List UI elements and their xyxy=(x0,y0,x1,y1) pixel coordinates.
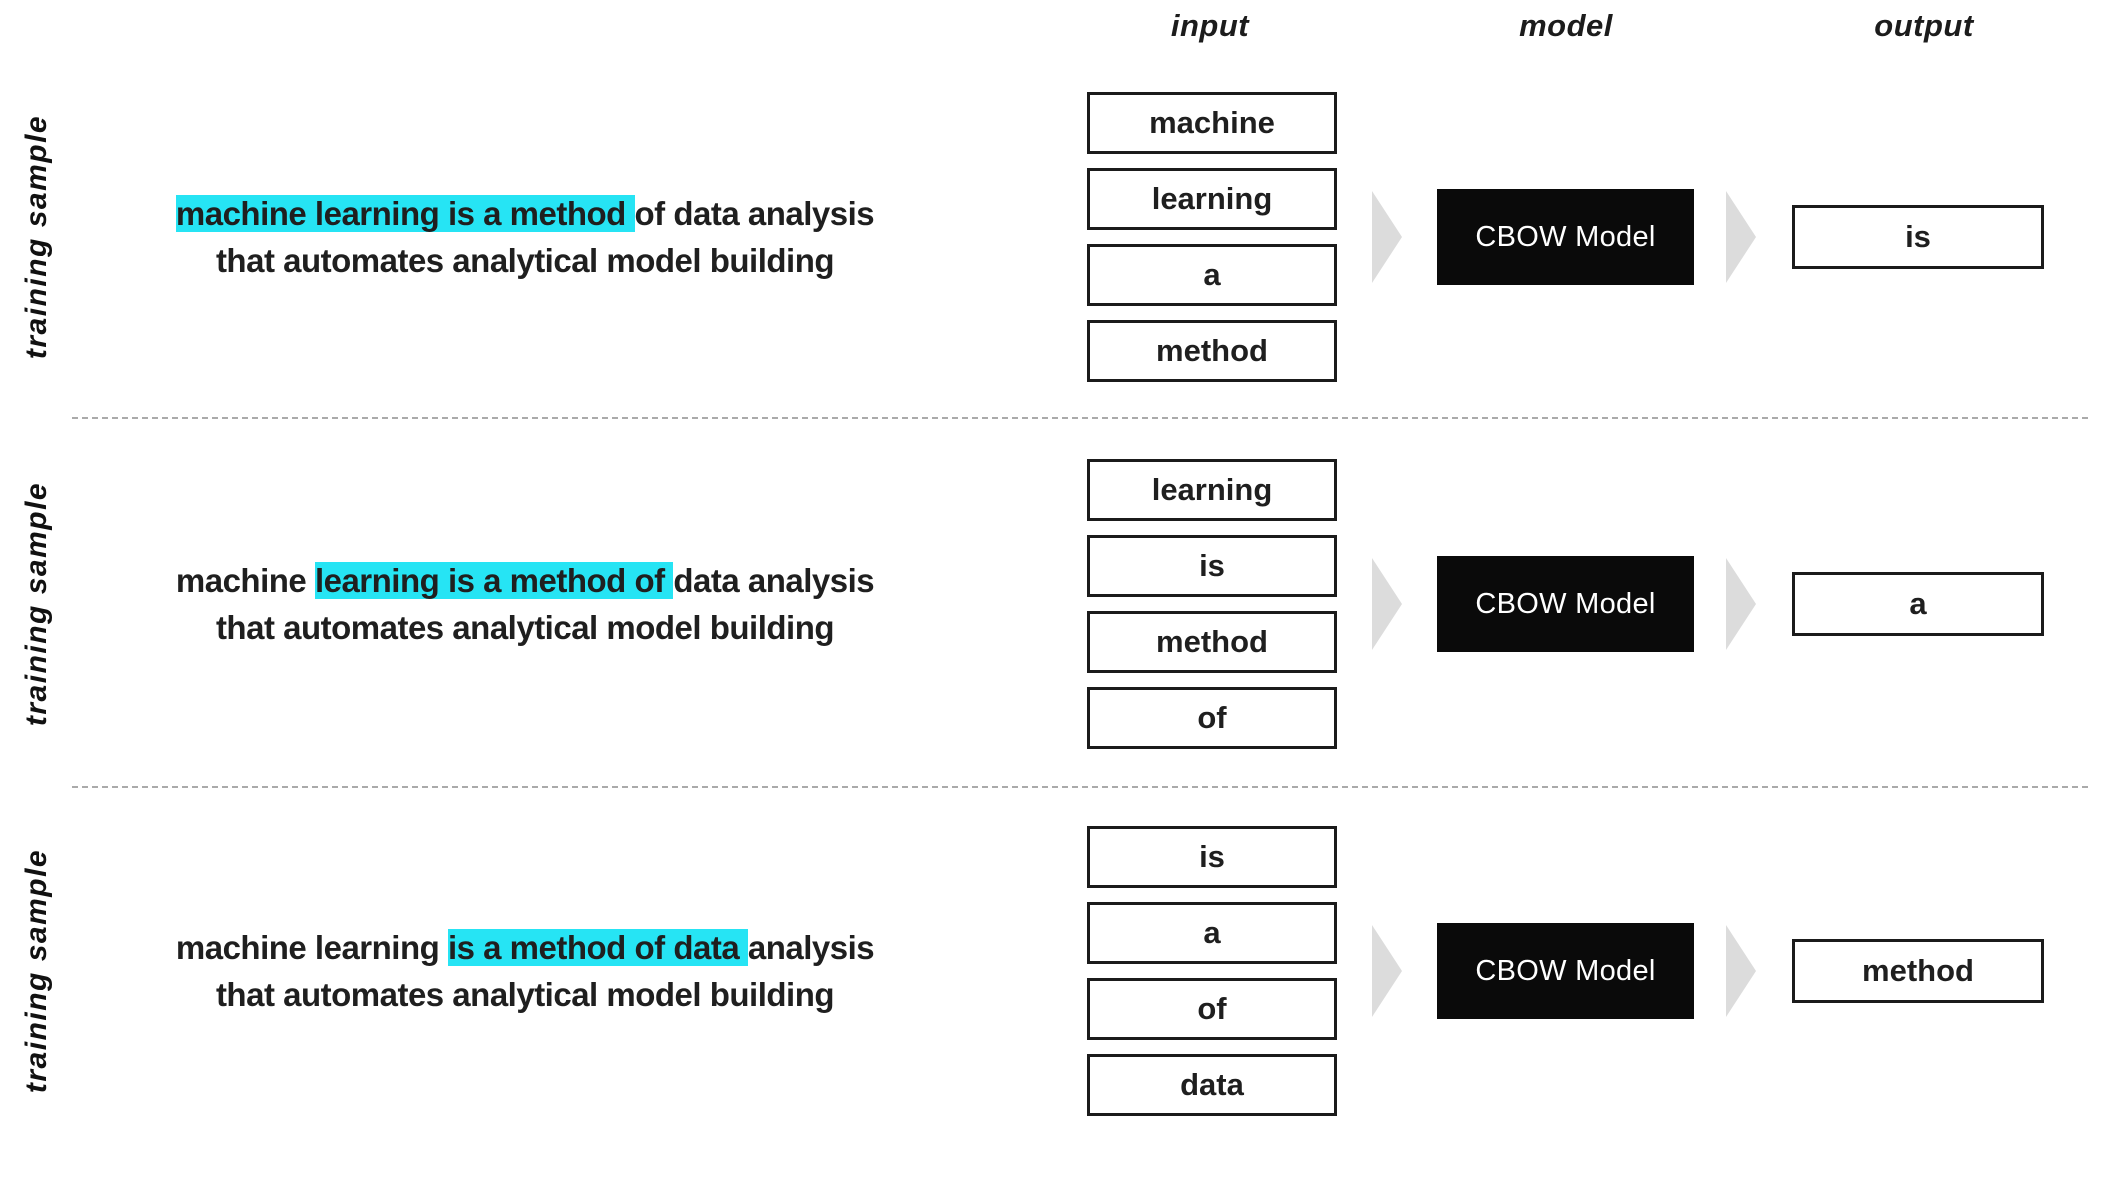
training-sentence: machine learning is a method of data ana… xyxy=(75,557,975,651)
input-word-box: method xyxy=(1087,320,1337,382)
input-word-box: data xyxy=(1087,1054,1337,1116)
training-sample-label: training sample xyxy=(20,848,53,1094)
output-word-box: method xyxy=(1792,939,2044,1003)
sentence-line: machine learning is a method of data ana… xyxy=(75,924,975,971)
training-sentence: machine learning is a method of data ana… xyxy=(75,190,975,284)
input-word-box: a xyxy=(1087,902,1337,964)
highlighted-segment: is a method of data xyxy=(447,929,748,966)
output-word-box: a xyxy=(1792,572,2044,636)
training-sample-label: training sample xyxy=(20,481,53,727)
input-word-box: is xyxy=(1087,826,1337,888)
sentence-segment: that automates analytical model building xyxy=(215,609,835,646)
sentence-segment: data analysis xyxy=(673,562,875,599)
arrow-right-icon xyxy=(1726,925,1756,1017)
sentence-segment: that automates analytical model building xyxy=(215,242,835,279)
cbow-model-box: CBOW Model xyxy=(1437,556,1694,652)
training-sample-row-3: training sample machine learning is a me… xyxy=(0,791,2102,1151)
input-word-stack: machine learning a method xyxy=(1087,92,1337,382)
row-separator xyxy=(72,786,2088,788)
input-word-box: method xyxy=(1087,611,1337,673)
sentence-line: that automates analytical model building xyxy=(75,971,975,1018)
input-word-box: a xyxy=(1087,244,1337,306)
arrow-right-icon xyxy=(1372,925,1402,1017)
input-word-box: machine xyxy=(1087,92,1337,154)
arrow-right-icon xyxy=(1372,191,1402,283)
cbow-model-box: CBOW Model xyxy=(1437,923,1694,1019)
sentence-line: machine learning is a method of data ana… xyxy=(75,557,975,604)
sentence-line: that automates analytical model building xyxy=(75,237,975,284)
arrow-right-icon xyxy=(1726,191,1756,283)
training-sentence: machine learning is a method of data ana… xyxy=(75,924,975,1018)
sentence-segment: analysis xyxy=(747,929,875,966)
training-sample-row-2: training sample machine learning is a me… xyxy=(0,424,2102,784)
column-header-model: model xyxy=(1519,8,1613,43)
sentence-line: that automates analytical model building xyxy=(75,604,975,651)
input-word-box: of xyxy=(1087,978,1337,1040)
column-header-output: output xyxy=(1874,8,1974,43)
row-separator xyxy=(72,417,2088,419)
sentence-segment: machine learning xyxy=(175,929,448,966)
arrow-right-icon xyxy=(1372,558,1402,650)
training-sample-label: training sample xyxy=(20,114,53,360)
output-word-box: is xyxy=(1792,205,2044,269)
input-word-stack: learning is method of xyxy=(1087,459,1337,749)
sentence-segment: of data analysis xyxy=(634,195,875,232)
input-word-box: learning xyxy=(1087,459,1337,521)
sentence-segment: machine xyxy=(175,562,315,599)
cbow-model-box: CBOW Model xyxy=(1437,189,1694,285)
input-word-box: learning xyxy=(1087,168,1337,230)
sentence-segment: that automates analytical model building xyxy=(215,976,835,1013)
highlighted-segment: learning is a method of xyxy=(314,562,674,599)
sentence-line: machine learning is a method of data ana… xyxy=(75,190,975,237)
training-sample-row-1: training sample machine learning is a me… xyxy=(0,57,2102,417)
input-word-box: is xyxy=(1087,535,1337,597)
column-header-input: input xyxy=(1170,8,1250,43)
arrow-right-icon xyxy=(1726,558,1756,650)
highlighted-segment: machine learning is a method xyxy=(175,195,635,232)
input-word-stack: is a of data xyxy=(1087,826,1337,1116)
input-word-box: of xyxy=(1087,687,1337,749)
